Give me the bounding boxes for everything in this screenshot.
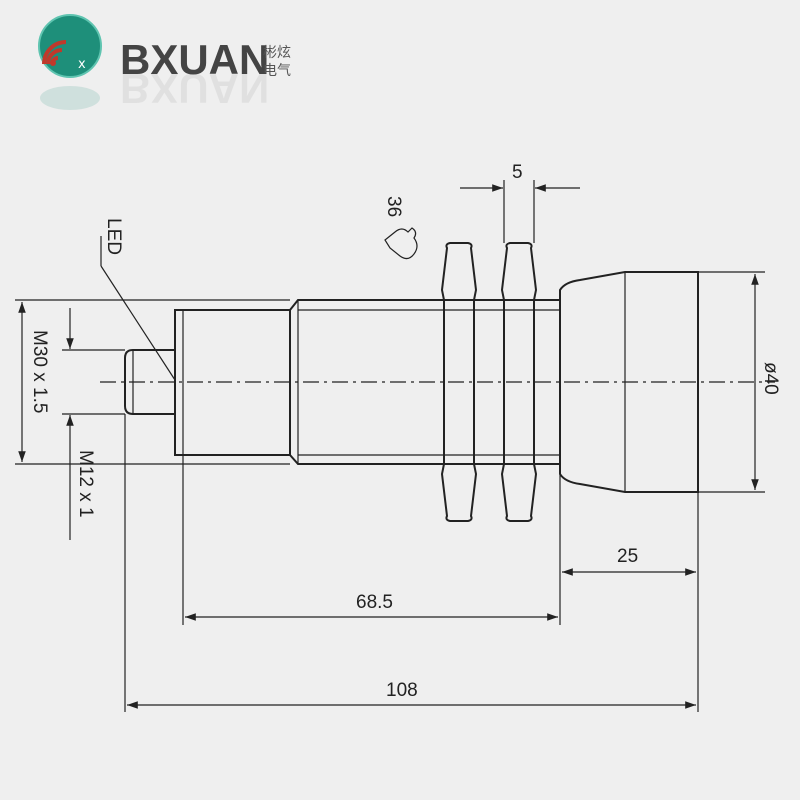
diameter-label: ø40 xyxy=(760,362,781,395)
nut-width-dimension: 5 xyxy=(460,162,580,243)
logo-mark: x xyxy=(78,57,86,72)
led-label: LED xyxy=(103,218,124,255)
nut-2 xyxy=(500,242,538,522)
led-callout: LED xyxy=(100,218,176,381)
nut-1 xyxy=(440,242,478,522)
thread-dimensions: M30 x 1.5 M12 x 1 xyxy=(15,299,290,540)
thread-connector-label: M12 x 1 xyxy=(75,450,96,518)
brand-name: BXUAN xyxy=(120,36,269,83)
thread-main-label: M30 x 1.5 xyxy=(29,330,50,413)
length-dimensions: 25 68.5 108 xyxy=(124,414,699,712)
brand-logo: x BXUAN BXUAN 彬炫 电气 xyxy=(38,14,291,112)
connector-m12 xyxy=(124,349,175,415)
total-length-label: 108 xyxy=(386,680,418,701)
brand-cn-line2: 电气 xyxy=(263,63,291,79)
diameter-dimension: ø40 xyxy=(698,271,781,493)
wrench-size-label: 36 xyxy=(383,196,404,217)
brand-reflection: BXUAN xyxy=(120,65,269,112)
nut-width-label: 5 xyxy=(512,162,523,183)
brand-cn-line1: 彬炫 xyxy=(263,45,291,61)
wrench-icon xyxy=(384,227,418,260)
sensor-body xyxy=(124,242,699,522)
body-length-label: 68.5 xyxy=(356,592,393,613)
head-length-label: 25 xyxy=(617,546,638,567)
wrench-size: 36 xyxy=(383,196,418,260)
wifi-signal-logo-icon: x xyxy=(38,14,102,78)
